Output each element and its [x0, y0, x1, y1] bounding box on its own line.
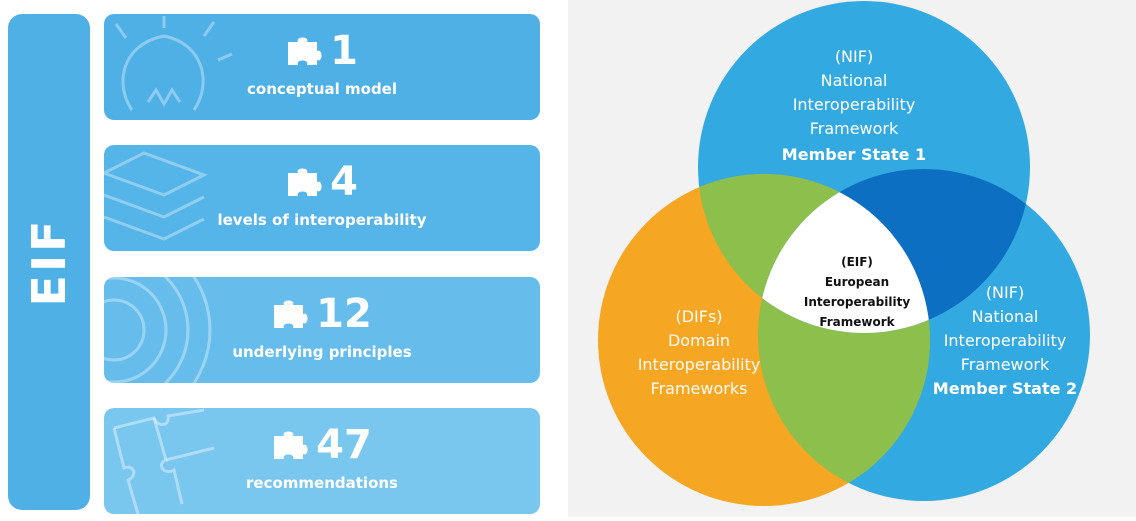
venn-right-line2: Interoperability [944, 331, 1067, 350]
concentric-arcs-icon [104, 277, 212, 383]
card-number-row: 12 [104, 291, 540, 337]
card-number: 47 [316, 422, 372, 468]
card-number-row: 4 [104, 159, 540, 205]
venn-right-abbr: (NIF) [986, 283, 1024, 302]
lightbulb-icon [114, 16, 233, 111]
card-number-row: 47 [104, 422, 540, 468]
puzzle-icon [274, 431, 308, 459]
venn-panel: (NIF) National Interoperability Framewor… [568, 0, 1136, 517]
venn-top-line2: Interoperability [793, 95, 916, 114]
venn-top-line1: National [821, 71, 888, 90]
venn-center-line3: Framework [819, 315, 895, 329]
card-levels-of-interoperability: 4 levels of interoperability [104, 145, 540, 251]
card-number: 1 [330, 28, 358, 74]
venn-right-member: Member State 2 [933, 379, 1077, 398]
venn-center-line2: Interoperability [804, 295, 910, 309]
puzzle-icon [274, 300, 308, 328]
card-caption: levels of interoperability [217, 211, 427, 229]
venn-center-abbr: (EIF) [841, 255, 873, 269]
card-conceptual-model: 1 conceptual model [104, 14, 540, 120]
venn-left-line2: Interoperability [638, 355, 761, 374]
venn-right-line3: Framework [961, 355, 1050, 374]
card-caption: recommendations [246, 474, 398, 492]
card-caption: conceptual model [247, 80, 397, 98]
venn-top-line3: Framework [810, 119, 899, 138]
venn-right-line1: National [972, 307, 1039, 326]
puzzle-icon [288, 168, 322, 196]
layers-icon [104, 151, 208, 241]
venn-left-line1: Domain [668, 331, 730, 350]
venn-top-abbr: (NIF) [835, 47, 873, 66]
card-number-row: 1 [104, 28, 540, 74]
puzzle-icon [288, 37, 322, 65]
eif-sidebar-label: EIF [22, 217, 76, 307]
venn-diagram: (NIF) National Interoperability Framewor… [598, 1, 1090, 506]
venn-center-line1: European [825, 275, 889, 289]
card-underlying-principles: 12 underlying principles [104, 277, 540, 383]
venn-left-line3: Frameworks [651, 379, 748, 398]
card-recommendations: 47 recommendations [104, 408, 540, 514]
venn-top-member: Member State 1 [782, 145, 926, 164]
eif-sidebar: EIF [8, 14, 90, 510]
card-number: 12 [316, 291, 372, 337]
card-caption: underlying principles [232, 343, 412, 361]
venn-overlap-top-left [698, 174, 930, 333]
puzzle-pieces-icon [112, 408, 215, 514]
card-number: 4 [330, 159, 358, 205]
venn-left-abbr: (DIFs) [675, 307, 722, 326]
